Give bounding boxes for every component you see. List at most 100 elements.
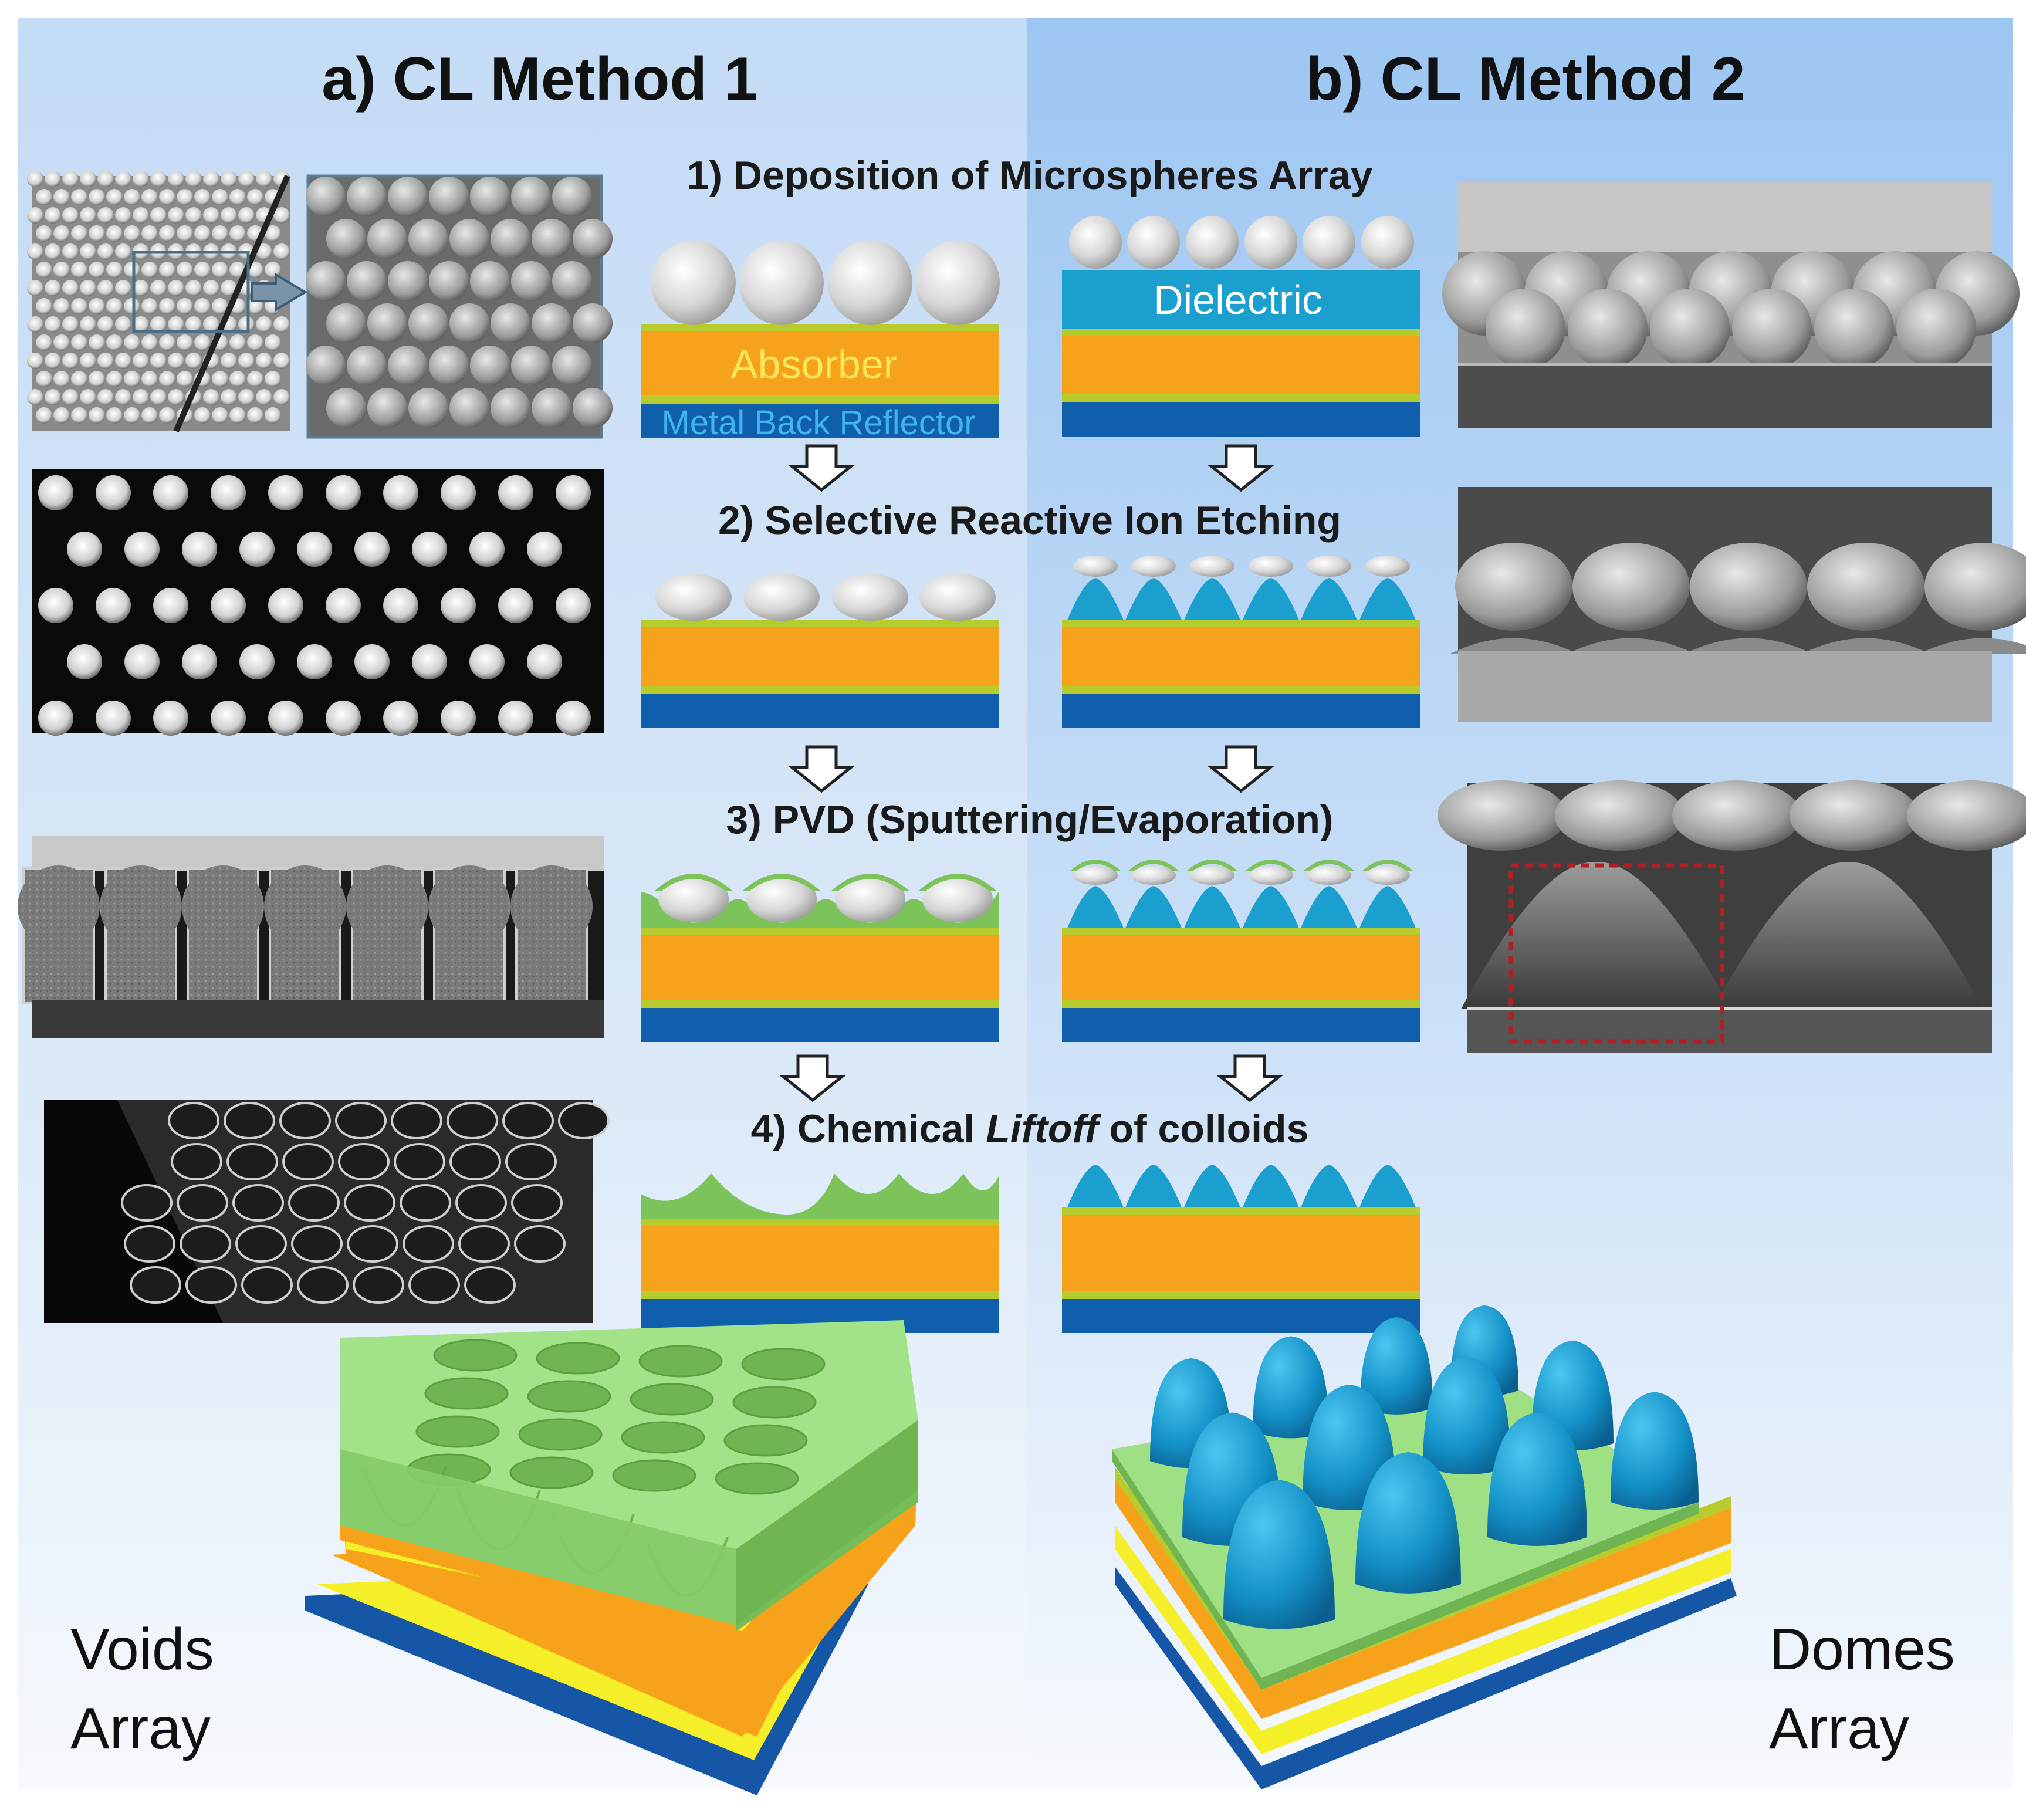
sem-particle: [150, 389, 167, 405]
pvd-film: [641, 892, 999, 928]
sem-pillar-top: [428, 865, 510, 948]
sem-particle: [273, 353, 290, 369]
sem-particle: [89, 298, 105, 314]
layer-metal-reflector: [641, 694, 999, 728]
cone: [1359, 886, 1416, 928]
sem-particle: [247, 407, 263, 424]
title-method-1: a) CL Method 1: [322, 45, 757, 113]
sem-particle: [115, 280, 131, 296]
sem-particle: [185, 171, 202, 187]
void-hole: [715, 1462, 799, 1495]
sem-particle: [71, 189, 87, 205]
sem-particle: [159, 371, 175, 387]
sem-particle: [212, 262, 228, 278]
sem-void: [288, 1184, 340, 1222]
sem-particle: [470, 177, 510, 216]
sem-particle: [498, 701, 533, 736]
void-hole: [536, 1342, 620, 1375]
layer-buffer: [641, 1000, 999, 1008]
sem-particle: [383, 588, 418, 623]
dome: [1301, 1165, 1357, 1207]
sem-particle: [106, 371, 123, 387]
sem-void: [353, 1266, 404, 1304]
sem-particle: [27, 389, 43, 405]
sem-particle: [80, 389, 96, 405]
sem-particle: [354, 644, 390, 679]
domes-label-line2: Array: [1769, 1696, 1909, 1761]
layer-top-thin: [641, 324, 999, 331]
shrunk-sphere: [1365, 556, 1410, 577]
sem-photo-domes: [1438, 780, 2026, 1053]
sem-particle: [53, 262, 70, 278]
sem-particle: [408, 388, 448, 428]
void-hole: [424, 1377, 509, 1410]
sem-pillar-top: [510, 865, 593, 948]
sem-particle: [62, 171, 79, 187]
sem-photo-zoom: [306, 174, 613, 439]
sem-particle: [27, 243, 43, 260]
sem-dome-back: [1438, 780, 1567, 851]
sem-particle: [115, 389, 131, 405]
sem-particle: [159, 334, 175, 351]
sem-particle: [273, 243, 290, 260]
pvd-cap: [831, 874, 909, 891]
dome-3d: [1423, 1356, 1511, 1475]
void-hole: [612, 1459, 696, 1492]
layer-metal-reflector: [1062, 402, 1420, 437]
sem-particle: [229, 225, 246, 242]
sphere: [1307, 866, 1351, 885]
sem-particle: [239, 644, 275, 679]
layer-absorber: [1062, 1215, 1420, 1291]
sem-particle: [268, 701, 303, 736]
sem-particle: [80, 207, 96, 224]
sem-particle: [556, 588, 591, 623]
sem-particle: [80, 316, 96, 333]
sem-particle: [96, 475, 131, 510]
sem-void: [124, 1225, 175, 1263]
sem-particle: [203, 280, 219, 296]
sem-void: [408, 1266, 460, 1304]
sem-particle: [89, 371, 105, 387]
sem-void: [403, 1225, 454, 1263]
sem-void: [391, 1102, 442, 1139]
dome-3d: [1611, 1392, 1699, 1510]
layer-absorber: [1062, 627, 1420, 686]
sem-particle: [159, 189, 175, 205]
sem-particle: [229, 189, 246, 205]
pvd-cap: [1070, 860, 1121, 871]
sem-particle: [124, 189, 140, 205]
sem-void: [400, 1184, 451, 1222]
sem-particle: [256, 171, 272, 187]
layer-top-thin: [1062, 620, 1420, 627]
layer-dielectric: [1062, 270, 1420, 329]
sem-void: [505, 1143, 557, 1180]
sem-particle: [106, 262, 123, 278]
sem-particle: [141, 334, 158, 351]
sem-dome-back: [1907, 780, 2026, 851]
sem-particle: [573, 303, 613, 343]
sem-void: [235, 1225, 287, 1263]
sem-bump: [1449, 638, 1578, 654]
shrunk-sphere: [1131, 556, 1176, 577]
title-method-2: b) CL Method 2: [1305, 45, 1745, 113]
sem-particle: [221, 353, 237, 369]
sem-particle: [97, 243, 114, 260]
sem-cone: [1807, 543, 1924, 631]
sem-particle: [97, 171, 114, 187]
sem-particle: [177, 262, 193, 278]
sphere: [1131, 866, 1176, 885]
sem-particle: [239, 532, 275, 567]
layer-absorber: [1062, 336, 1420, 394]
layer-buffer: [641, 1291, 999, 1299]
schematic-method-2: Dielectric: [1062, 216, 1420, 1333]
sem-particle: [211, 588, 246, 623]
sem-void: [455, 1184, 507, 1222]
sem-particle: [38, 588, 73, 623]
sem-particle: [36, 225, 52, 242]
layer-top-thin: [641, 928, 999, 935]
sem-void: [282, 1143, 334, 1180]
coated-sphere: [746, 875, 817, 922]
sem-particle: [470, 261, 510, 301]
sem-cone: [1572, 543, 1690, 631]
sem-void: [464, 1266, 516, 1304]
